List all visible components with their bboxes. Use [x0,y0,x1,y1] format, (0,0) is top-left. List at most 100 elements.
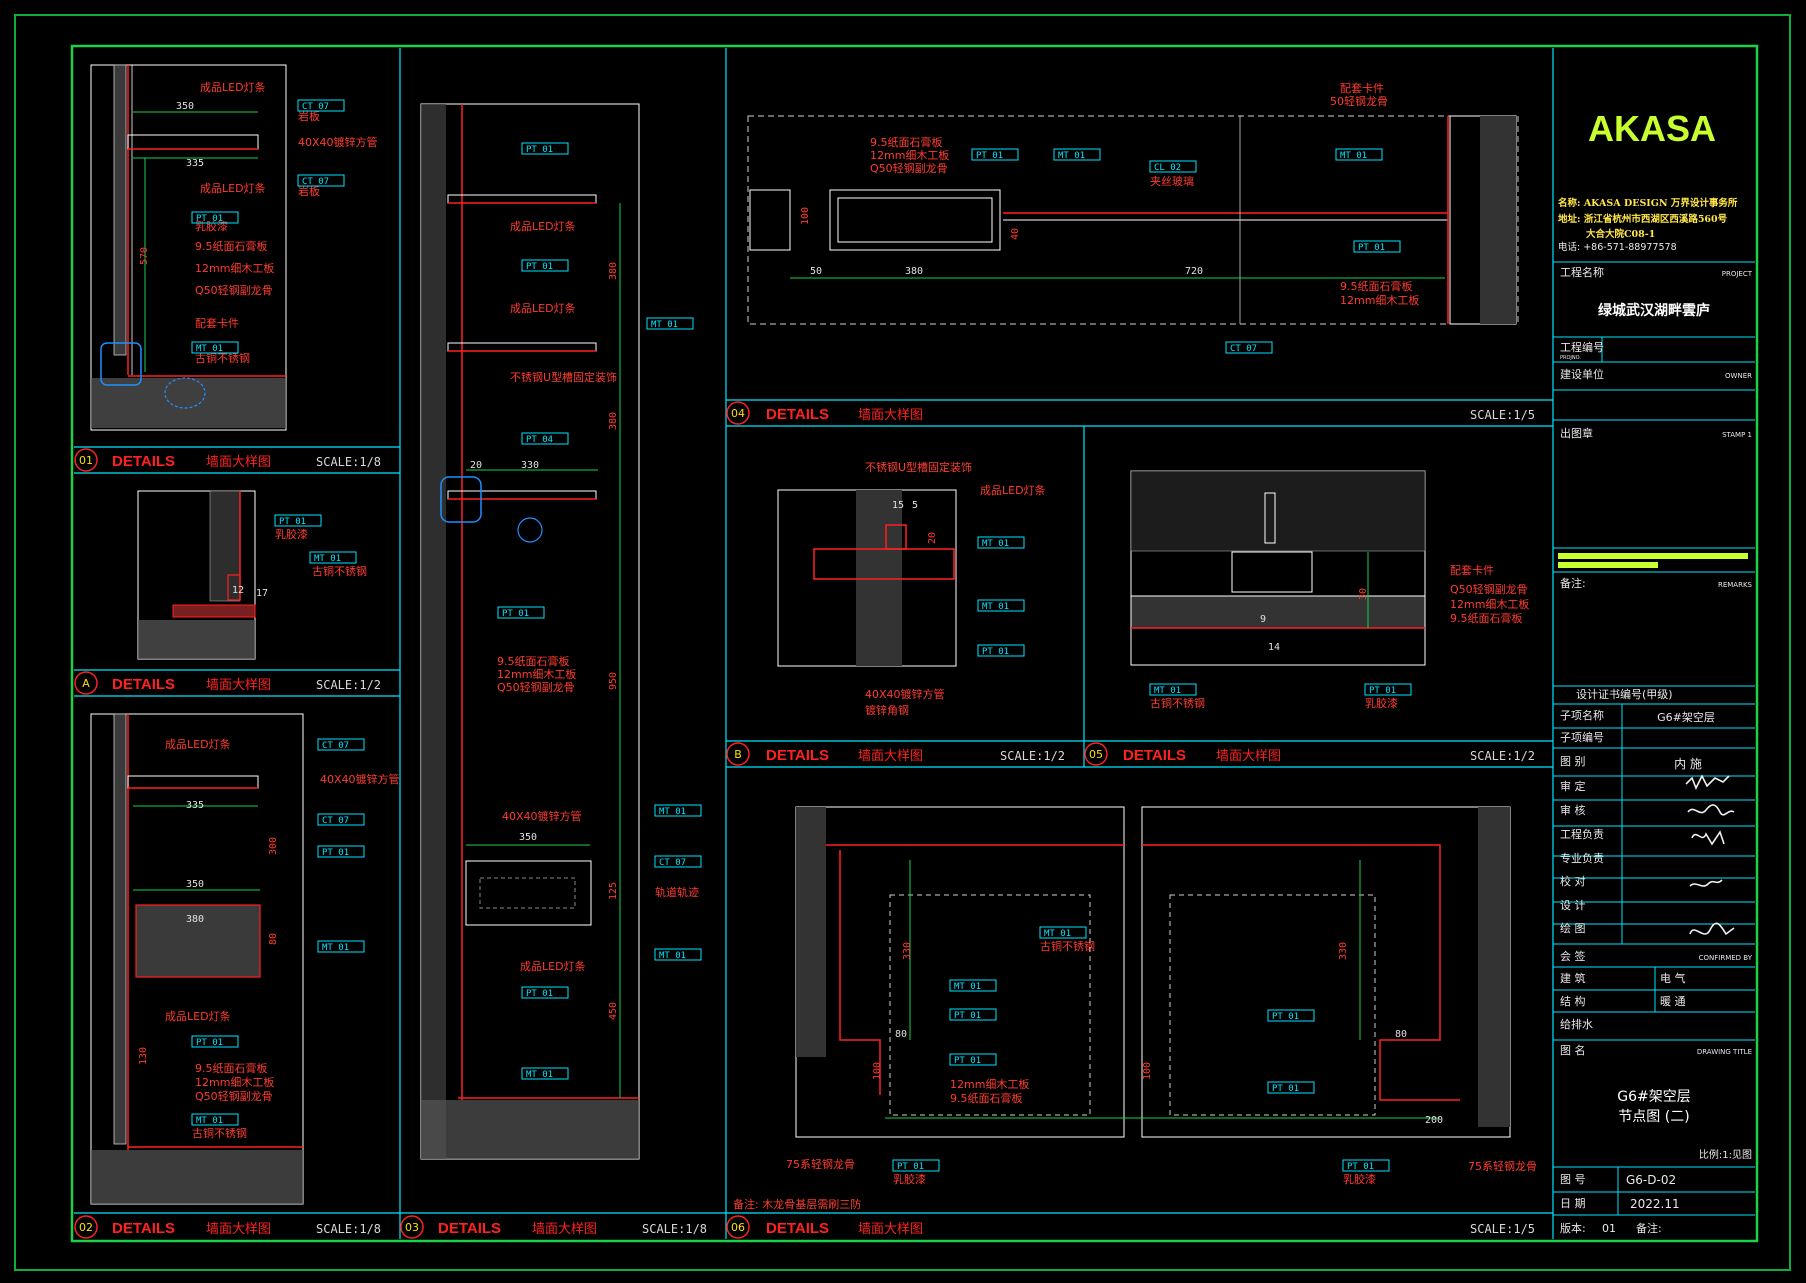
note-paint-05: 乳胶漆 [1365,696,1398,710]
tag-pt01-03a: PT 01 [526,145,553,155]
title-block: AKASA 名称: AKASA DESIGN 万界设计事务所 地址: 浙江省杭州… [1553,108,1755,1235]
panel-b-title: DETAILS [766,747,829,764]
elec-label: 电 气 [1660,971,1686,985]
note-keel-04b: 50轻钢龙骨 [1330,94,1388,108]
dim-330-06: 330 [902,942,913,960]
panel-03-scale: SCALE:1/8 [642,1222,707,1236]
dim-100-06b: 100 [1142,1062,1153,1080]
note-led-02: 成品LED灯条 [165,737,231,751]
owner-label: 建设单位 [1560,367,1604,381]
note-tube-b: 40X40镀锌方管 [865,687,945,701]
approved-label: 审 定 [1560,779,1586,793]
panel-b-drawing: 15 5 20 不锈钢U型槽固定装饰 成品LED灯条 40X40镀锌方管 镀锌角… [777,460,1046,717]
dim-14: 14 [1268,642,1280,653]
note-clip-05: 配套卡件 [1450,564,1494,577]
drawing-title-label: 图 名 [1560,1043,1586,1057]
dim-335-02: 335 [186,800,204,811]
tag-pt01-06f: PT 01 [1347,1162,1374,1172]
dim-950: 950 [608,672,619,690]
note-board-04b: 12mm细木工板 [1340,293,1419,307]
tag-pt01-03c: PT 01 [502,609,529,619]
tag-mt01-02: MT 01 [322,943,349,953]
dim-80-06: 80 [895,1029,907,1040]
note-led: 成品LED灯条 [200,80,266,94]
panel-02-drawing: 350 380 335 300 80 130 成品LED灯条 40X40镀锌方管… [90,713,400,1205]
note-keel-02: Q50轻钢副龙骨 [195,1089,273,1103]
struct-label: 结 构 [1560,994,1586,1008]
dim-5: 5 [912,500,918,511]
note-stone: 岩板 [298,109,320,123]
category-value: 内 施 [1674,757,1702,771]
panel-03-num: 03 [405,1221,419,1234]
tag-mt01-03c: MT 01 [659,951,686,961]
dim-350-02: 350 [186,879,204,890]
panel-05-scale: SCALE:1/2 [1470,749,1535,763]
confirmed-label: 会 签 [1560,949,1586,963]
note-led-03b: 成品LED灯条 [510,301,576,315]
dim-20-b: 20 [927,532,938,544]
panel-05-cn: 墙面大样图 [1216,749,1281,764]
note-led-03c: 成品LED灯条 [520,959,586,973]
note-tube: 40X40镀锌方管 [298,135,378,149]
note-inner-steel-b: 不锈钢U型槽固定装饰 [865,460,972,474]
panel-02-title: DETAILS [112,1220,175,1237]
note-gypsum-04b: 9.5纸面石膏板 [1340,279,1413,293]
tag-pt01-a: PT 01 [279,517,306,527]
note-board-05: 12mm细木工板 [1450,597,1529,611]
category-label: 图 别 [1560,755,1586,768]
note-led-03: 成品LED灯条 [510,219,576,233]
panel-b-num: B [734,748,742,761]
note-led-b: 成品LED灯条 [980,483,1046,497]
note-gypsum-05: 9.5纸面石膏板 [1450,611,1523,625]
dim-350: 350 [176,101,194,112]
note-gypsum: 9.5纸面石膏板 [195,239,268,253]
tag-pt01-04: PT 01 [976,151,1003,161]
panel-01-scale: SCALE:1/8 [316,455,381,469]
panel-04-cn: 墙面大样图 [858,408,923,423]
dim-720: 720 [1185,266,1203,277]
tag-pt01-03d: PT 01 [526,989,553,999]
tag-ct07-04: CT 07 [1230,344,1257,354]
dim-100: 100 [800,207,811,225]
panel-06-num: 06 [731,1221,745,1234]
note-steel: 古铜不锈钢 [195,351,250,365]
dim-9: 9 [1260,614,1266,625]
panel-a-drawing: PT 01 乳胶漆 MT 01 古铜不锈钢 12 17 [137,490,367,660]
note-keel: Q50轻钢副龙骨 [195,283,273,297]
note-board-06: 12mm细木工板 [950,1077,1029,1091]
note-led-2: 成品LED灯条 [200,181,266,195]
dim-200: 200 [1425,1115,1443,1126]
tag-cl02-04: CL 02 [1154,163,1181,173]
note-tube-03: 40X40镀锌方管 [502,809,582,823]
tag-ct07-02: CT 07 [322,741,349,751]
note-clip-04: 配套卡件 [1340,82,1384,95]
panel-05-drawing: 30 14 9 配套卡件 Q50轻钢副龙骨 12mm细木工板 9.5纸面石膏板 … [1130,470,1529,710]
panel-grid [74,48,1554,1239]
dim-380-02: 380 [186,914,204,925]
reviewed-label: 审 核 [1560,803,1586,817]
tag-mt01-04b: MT 01 [1340,151,1367,161]
tag-ct07-03: CT 07 [659,858,686,868]
panel-b-scale: SCALE:1/2 [1000,749,1065,763]
tag-pt01-03b: PT 01 [526,262,553,272]
note-gypsum-04: 9.5纸面石膏板 [870,135,943,149]
akasa-logo: AKASA [1588,108,1716,149]
note-paint-06: 乳胶漆 [893,1172,926,1186]
panel-b-titlebar: B DETAILS 墙面大样图 SCALE:1/2 [726,742,1065,766]
tag-pt01-06d: PT 01 [1272,1012,1299,1022]
panel-03-titlebar: 03 DETAILS 墙面大样图 SCALE:1/8 [400,1215,707,1239]
panel-01-num: 01 [79,454,93,467]
dim-40: 40 [1010,228,1021,240]
note-steel-05: 古铜不锈钢 [1150,696,1205,710]
drawing-no-label: 图 号 [1560,1173,1586,1186]
dim-330-06b: 330 [1338,942,1349,960]
panel-b-cn: 墙面大样图 [858,749,923,764]
note-board: 12mm细木工板 [195,261,274,275]
tag-pt04-03: PT 04 [526,435,553,445]
dim-380-03b: 380 [608,412,619,430]
panel-a-num: A [82,677,90,690]
panel-01-cn: 墙面大样图 [206,455,271,470]
note-paint-a: 乳胶漆 [275,527,308,541]
tag-pt01-06c: PT 01 [897,1162,924,1172]
